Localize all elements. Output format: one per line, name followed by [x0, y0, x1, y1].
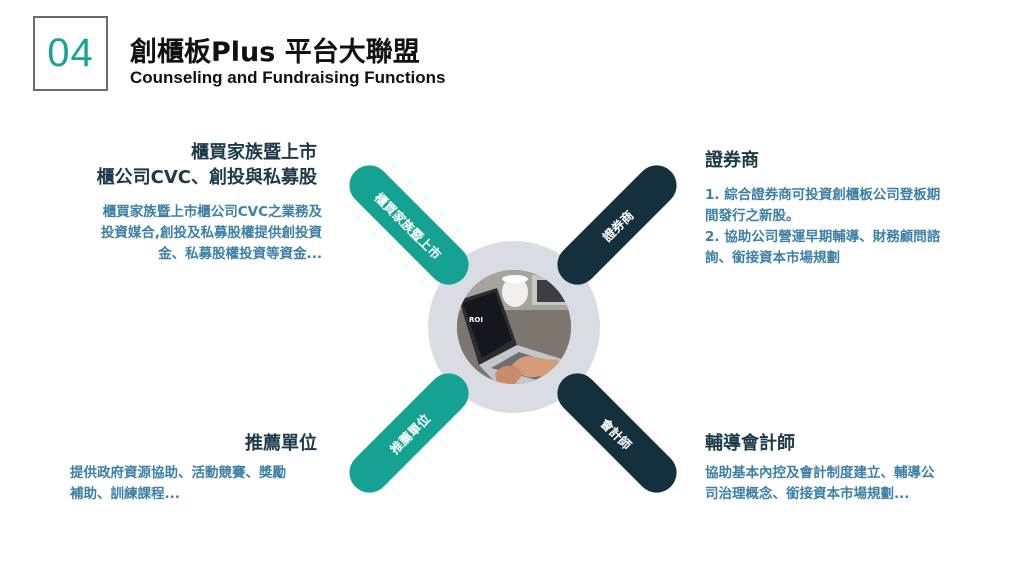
pill-top-right: 證券商: [549, 157, 685, 293]
desc-bottom-right: 協助基本內控及會計制度建立、輔導公 司治理概念、銜接資本市場規劃...: [705, 463, 975, 505]
desc-top-right-item1-line1: 1. 綜合證券商可投資創櫃板公司登板期: [705, 187, 941, 203]
page-subtitle: Counseling and Fundraising Functions: [130, 68, 446, 87]
desc-top-right-item1-line2: 間發行之新股。: [705, 208, 800, 224]
section-number-box: 04: [33, 16, 108, 91]
pill-top-right-label: 證券商: [599, 207, 637, 245]
svg-text:ROI: ROI: [469, 316, 483, 324]
pill-top-left: 櫃買家族暨上市: [341, 157, 477, 293]
pill-bottom-left: 推薦單位: [341, 365, 477, 501]
desc-top-right-item2-line2: 詢、銜接資本市場規劃: [705, 250, 840, 266]
desc-top-left: 櫃買家族暨上市櫃公司CVC之業務及 投資媒合,創投及私募股權提供創投資 金、私募…: [42, 202, 322, 265]
heading-top-left-line2: 櫃公司CVC、創投與私募股: [96, 167, 317, 188]
desc-bottom-left: 提供政府資源協助、活動競賽、獎勵 補助、訓練課程...: [70, 463, 330, 505]
heading-top-left-line1: 櫃買家族暨上市: [191, 142, 317, 163]
pill-bottom-right: 會計師: [549, 365, 685, 501]
desc-bottom-left-line1: 提供政府資源協助、活動競賽、獎勵: [70, 465, 286, 481]
section-number: 04: [47, 31, 94, 75]
heading-bottom-right: 輔導會計師: [705, 433, 795, 454]
heading-top-right: 證券商: [705, 150, 759, 171]
desc-top-left-line1: 櫃買家族暨上市櫃公司CVC之業務及: [102, 204, 322, 220]
pill-top-left-label: 櫃買家族暨上市: [372, 189, 445, 262]
desc-bottom-right-line1: 協助基本內控及會計制度建立、輔導公: [705, 465, 935, 481]
pill-bottom-right-label: 會計師: [597, 415, 635, 453]
desc-bottom-right-line2: 司治理概念、銜接資本市場規劃...: [705, 486, 910, 502]
heading-bottom-left: 推薦單位: [245, 433, 317, 454]
desc-bottom-left-line2: 補助、訓練課程...: [70, 486, 180, 502]
desc-top-right-item2-line1: 2. 協助公司營運早期輔導、財務顧問諮: [705, 229, 941, 245]
center-photo: ROI: [457, 270, 571, 384]
page-title: 創櫃板Plus 平台大聯盟: [130, 37, 420, 68]
pill-bottom-left-label: 推薦單位: [386, 410, 433, 457]
laptop-photo-icon: ROI: [457, 270, 571, 384]
desc-top-right: 1. 綜合證券商可投資創櫃板公司登板期 間發行之新股。 2. 協助公司營運早期輔…: [705, 185, 975, 269]
heading-top-left: 櫃買家族暨上市 櫃公司CVC、創投與私募股: [97, 140, 317, 190]
desc-top-left-line2: 投資媒合,創投及私募股權提供創投資: [100, 225, 322, 241]
desc-top-left-line3: 金、私募股權投資等資金...: [158, 246, 322, 262]
